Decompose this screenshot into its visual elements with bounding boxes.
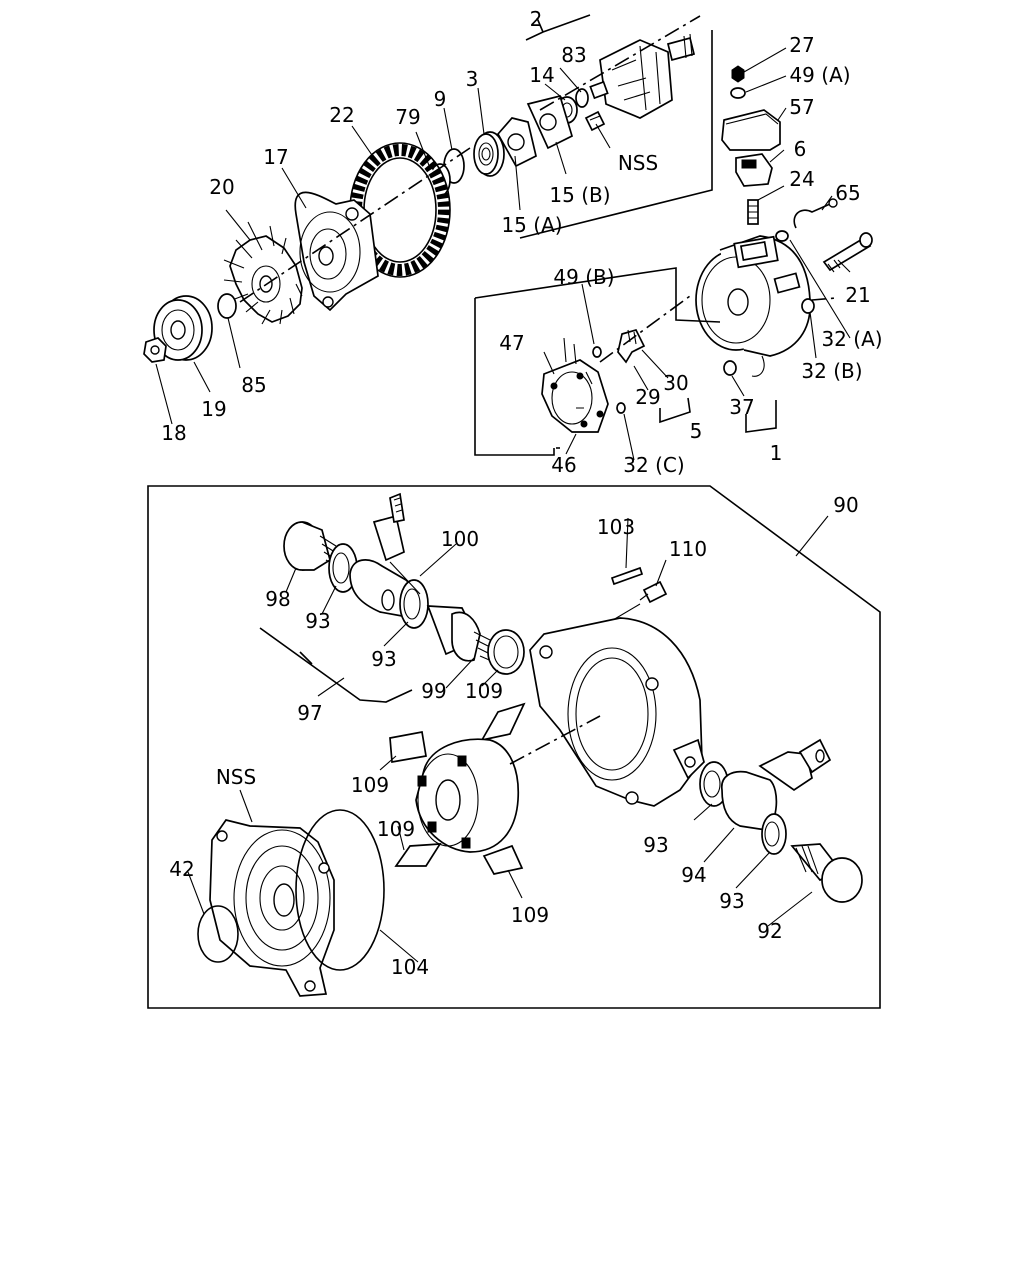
- label-32a: 32 (A): [821, 327, 882, 351]
- brush-holder-part: [617, 328, 646, 364]
- label-93-b: 93: [371, 647, 396, 671]
- label-19: 19: [201, 397, 226, 421]
- label-109-c: 109: [377, 817, 415, 841]
- label-nss-bottom: NSS: [216, 765, 256, 789]
- label-3: 3: [466, 67, 479, 91]
- fitting-part: [426, 605, 495, 663]
- label-15a: 15 (A): [501, 213, 562, 237]
- washer-b-part: [592, 346, 602, 358]
- shoe-109d-part: [482, 844, 524, 875]
- label-9: 9: [434, 87, 447, 111]
- washer-a-part: [730, 87, 746, 99]
- o-ring-104-part: [295, 809, 385, 971]
- rectifier-part: [541, 337, 609, 433]
- spacer-part: [217, 293, 237, 319]
- pump-housing-part: [529, 617, 705, 807]
- label-18: 18: [161, 421, 186, 445]
- label-32c: 32 (C): [623, 453, 684, 477]
- nut-small-part: [731, 65, 745, 83]
- label-32b: 32 (B): [801, 359, 862, 383]
- label-24: 24: [789, 167, 814, 191]
- label-98: 98: [265, 587, 290, 611]
- seal-part: [575, 88, 589, 108]
- shoe-109b-part: [480, 702, 526, 742]
- rotor-part: [589, 33, 696, 119]
- banjo-94-part: [721, 738, 832, 831]
- label-21: 21: [845, 283, 870, 307]
- bolt-24-part: [747, 199, 759, 225]
- seal-109-part: [487, 629, 525, 675]
- label-57: 57: [789, 95, 814, 119]
- label-14: 14: [529, 63, 554, 87]
- label-99: 99: [421, 679, 446, 703]
- label-20: 20: [209, 175, 234, 199]
- bushing-part: [723, 360, 737, 376]
- o-ring-42-part: [197, 905, 239, 963]
- rear-cover-part: [721, 109, 781, 151]
- label-29: 29: [635, 385, 660, 409]
- vane-rotor-part: [415, 738, 520, 853]
- label-2: 2: [530, 7, 543, 31]
- label-65: 65: [835, 181, 860, 205]
- front-frame-part: [294, 191, 379, 312]
- label-6: 6: [794, 137, 807, 161]
- pin-part: [610, 566, 644, 586]
- nut-c-part: [616, 402, 626, 414]
- washer-93d-part: [761, 813, 787, 855]
- label-5: 5: [690, 419, 703, 443]
- label-93-a: 93: [305, 609, 330, 633]
- through-bolt-part: [822, 232, 873, 273]
- label-49a: 49 (A): [789, 63, 850, 87]
- label-104: 104: [391, 955, 429, 979]
- label-nss-top: NSS: [618, 151, 658, 175]
- label-103: 103: [597, 515, 635, 539]
- cover-plate-part: [496, 117, 537, 168]
- shoe-109c-part: [394, 843, 442, 867]
- label-109-b: 109: [351, 773, 389, 797]
- label-1: 1: [770, 441, 783, 465]
- nut-part: [143, 337, 167, 363]
- regulator-part: [735, 153, 773, 187]
- label-17: 17: [263, 145, 288, 169]
- label-49b: 49 (B): [553, 265, 614, 289]
- label-47: 47: [499, 331, 524, 355]
- label-79: 79: [395, 105, 420, 129]
- washer-93c-part: [699, 761, 729, 807]
- bolt-92-part: [790, 843, 863, 903]
- label-83: 83: [561, 43, 586, 67]
- label-15b: 15 (B): [549, 183, 610, 207]
- shoe-109a-part: [389, 731, 427, 763]
- label-97: 97: [297, 701, 322, 725]
- bearing-part: [473, 131, 505, 177]
- label-37: 37: [729, 395, 754, 419]
- label-27: 27: [789, 33, 814, 57]
- insulator-b-part: [801, 298, 815, 314]
- label-110: 110: [669, 537, 707, 561]
- label-22: 22: [329, 103, 354, 127]
- label-109-a: 109: [465, 679, 503, 703]
- screw-part: [584, 110, 606, 132]
- label-42: 42: [169, 857, 194, 881]
- terminal-part: [793, 203, 831, 229]
- insulator-part: [775, 230, 789, 242]
- washer-93b-part: [399, 579, 429, 629]
- assembly-box: [147, 485, 881, 1009]
- label-93-d: 93: [719, 889, 744, 913]
- label-100: 100: [441, 527, 479, 551]
- label-94: 94: [681, 863, 706, 887]
- banjo-fitting-part: [349, 492, 415, 617]
- label-85: 85: [241, 373, 266, 397]
- label-93-c: 93: [643, 833, 668, 857]
- pump-cover-part: [209, 819, 335, 997]
- label-109-d: 109: [511, 903, 549, 927]
- label-90: 90: [833, 493, 858, 517]
- plug-part: [283, 521, 341, 571]
- retainer-plate-part: [526, 94, 574, 150]
- label-30: 30: [663, 371, 688, 395]
- label-46: 46: [551, 453, 576, 477]
- rear-frame-part: [695, 235, 811, 377]
- label-92: 92: [757, 919, 782, 943]
